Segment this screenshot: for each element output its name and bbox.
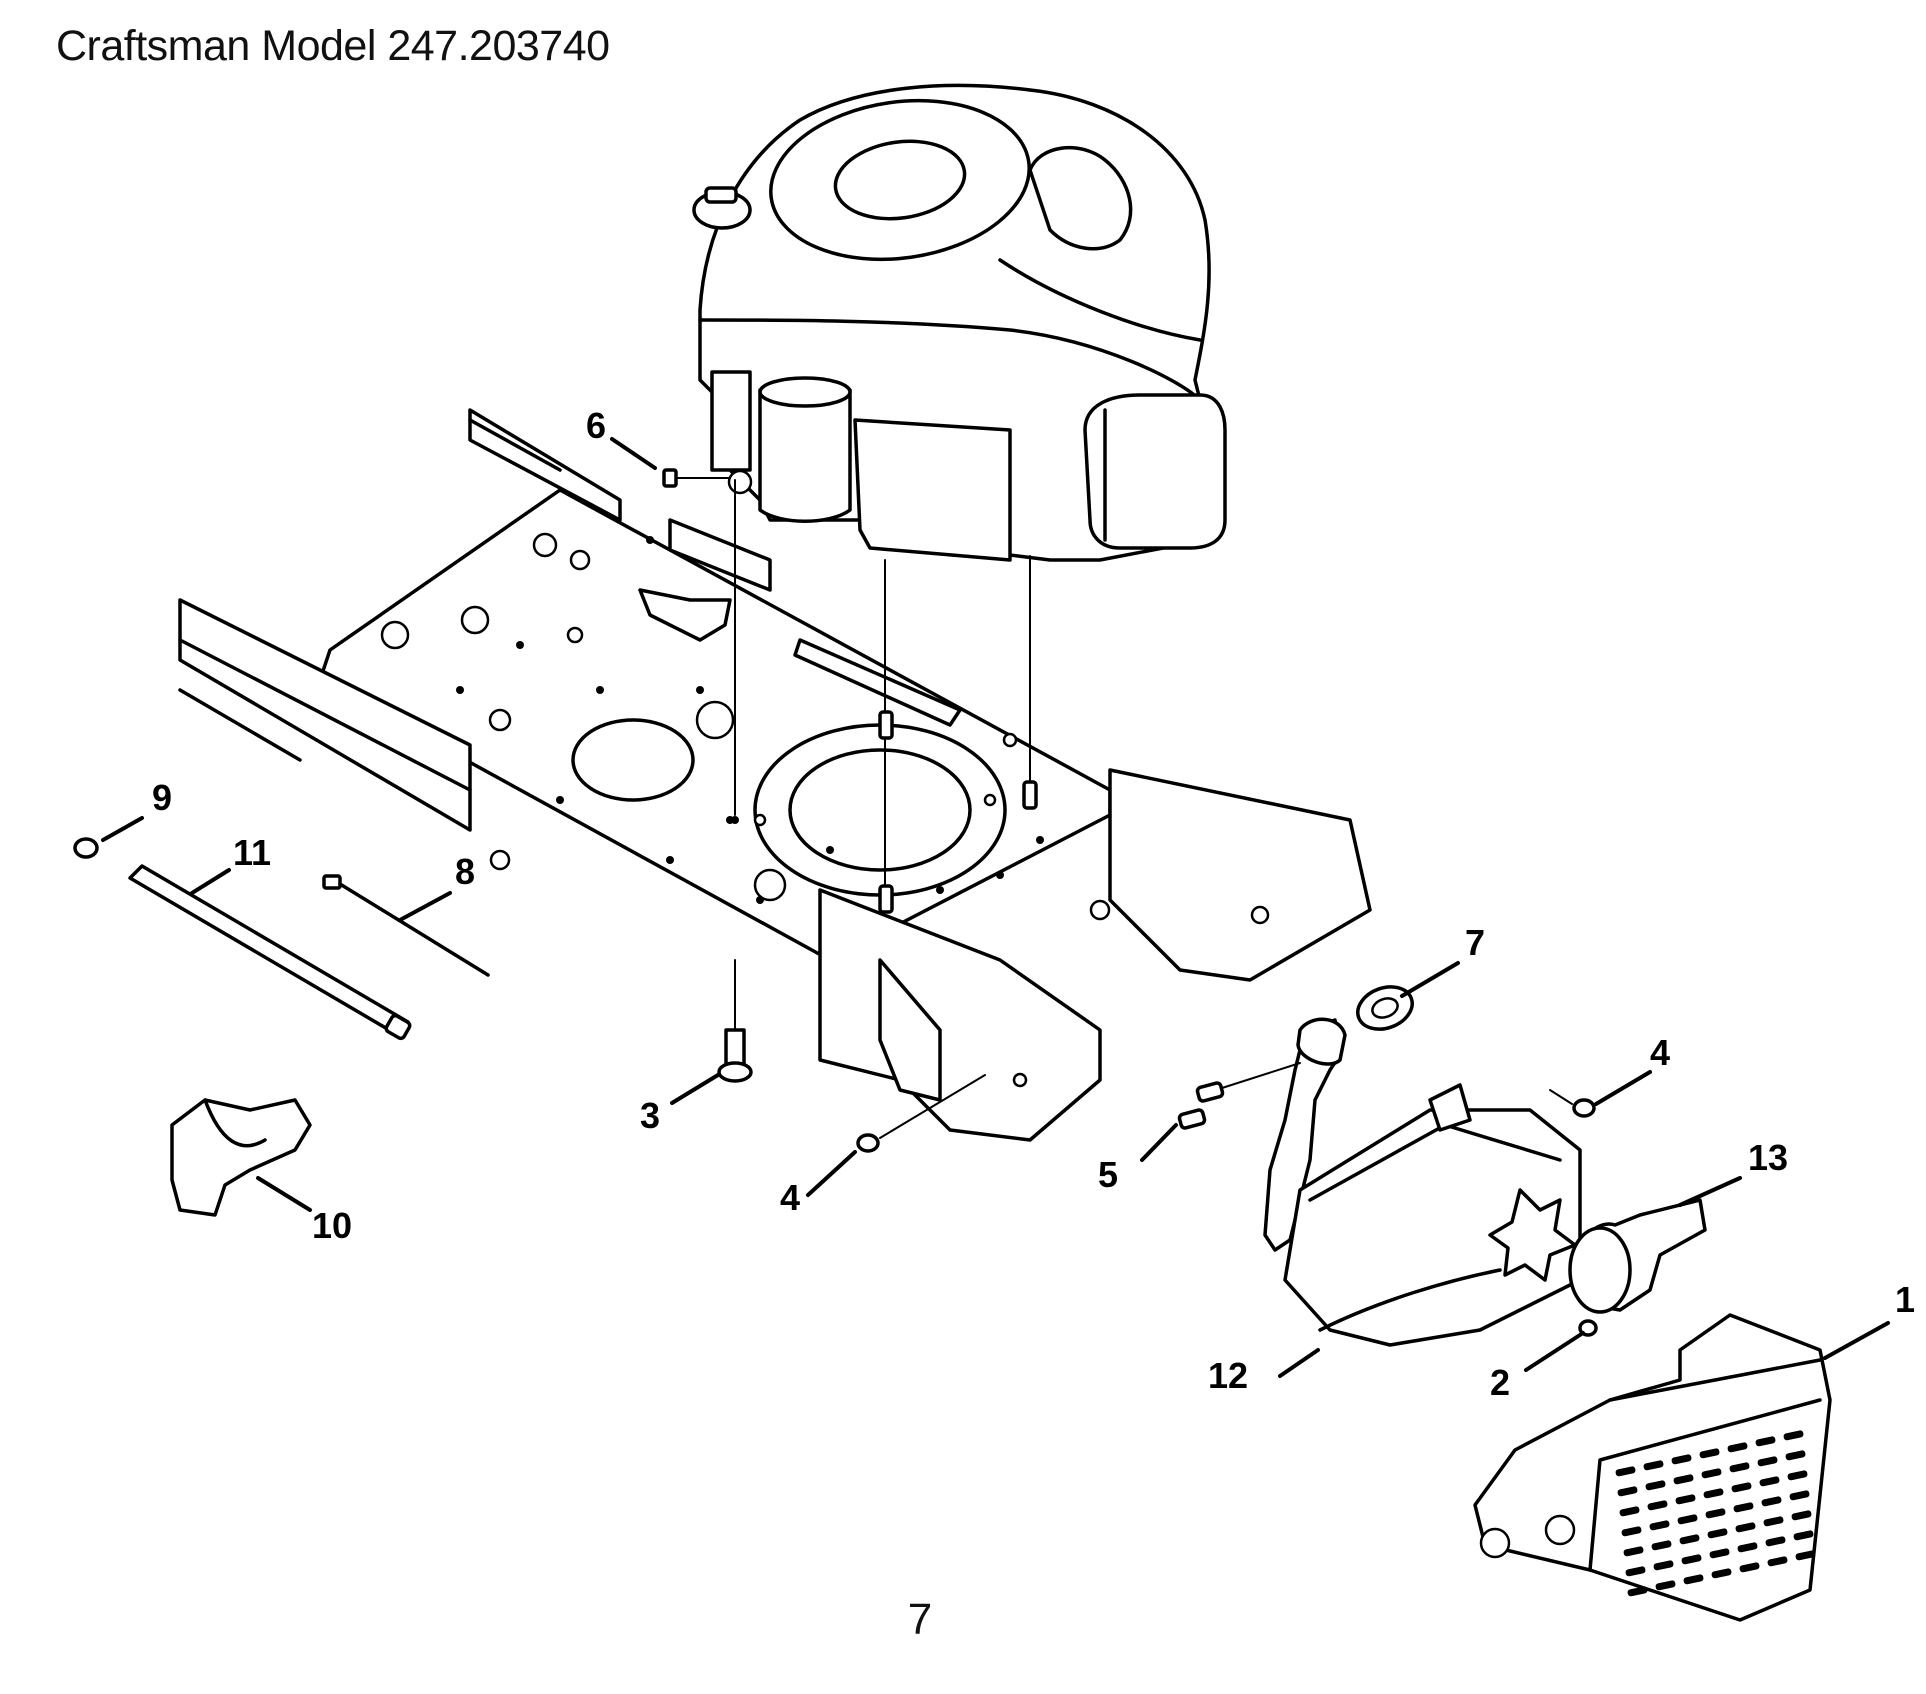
vent-slot <box>1729 1462 1750 1473</box>
callout-13: 13 <box>1748 1137 1788 1178</box>
vent-slot <box>1701 1468 1722 1479</box>
vent-slot <box>1675 1494 1696 1505</box>
muffler-assembly <box>1177 985 1832 1622</box>
callout-leaders <box>101 437 1890 1378</box>
vent-slot <box>1703 1488 1724 1499</box>
callout-labels: 1 2 3 4 4 5 6 7 8 9 10 11 12 13 <box>152 405 1915 1403</box>
callout-2: 2 <box>1490 1362 1510 1403</box>
vent-slot <box>1655 1580 1676 1591</box>
vent-slot <box>1763 1516 1784 1527</box>
vent-slot <box>1673 1474 1694 1485</box>
vent-slot <box>1623 1546 1644 1557</box>
vent-slot <box>1767 1556 1788 1567</box>
engine <box>692 83 1227 562</box>
vent-slot <box>1737 1542 1758 1553</box>
vent-slot <box>1761 1496 1782 1507</box>
vent-slot <box>1647 1500 1668 1511</box>
vent-slot <box>1755 1436 1776 1447</box>
vent-slot <box>1759 1476 1780 1487</box>
vent-slot <box>1789 1490 1810 1501</box>
vent-slot <box>1785 1450 1806 1461</box>
vent-slot <box>1733 1502 1754 1513</box>
part-6-bolt <box>662 468 731 488</box>
part-3-bolt <box>717 959 753 1083</box>
vent-slot <box>1617 1486 1638 1497</box>
chassis-frame <box>178 408 1372 1142</box>
guard-vent-slots <box>1615 1430 1816 1597</box>
vent-slot <box>1795 1550 1816 1561</box>
vent-slot <box>1791 1510 1812 1521</box>
callout-3: 3 <box>640 1095 660 1136</box>
vent-slot <box>1783 1430 1804 1441</box>
vent-slot <box>1709 1548 1730 1559</box>
vent-slot <box>1645 1480 1666 1491</box>
vent-slot <box>1707 1528 1728 1539</box>
callout-8: 8 <box>455 851 475 892</box>
vent-slot <box>1711 1568 1732 1579</box>
vent-slot <box>1627 1586 1648 1597</box>
callout-6: 6 <box>586 405 606 446</box>
callout-4-left: 4 <box>780 1177 800 1218</box>
vent-slot <box>1649 1520 1670 1531</box>
vent-slot <box>1727 1442 1748 1453</box>
vent-slot <box>1621 1526 1642 1537</box>
vent-slot <box>1681 1554 1702 1565</box>
callout-5: 5 <box>1098 1154 1118 1195</box>
part-4-screw-left <box>856 1074 986 1153</box>
vent-slot <box>1735 1522 1756 1533</box>
vent-slot <box>1699 1448 1720 1459</box>
callout-1: 1 <box>1895 1279 1915 1320</box>
vent-slot <box>1793 1530 1814 1541</box>
vent-slot <box>1705 1508 1726 1519</box>
callout-11: 11 <box>233 832 271 873</box>
vent-slot <box>1651 1540 1672 1551</box>
callout-10: 10 <box>312 1205 352 1246</box>
page-title: Craftsman Model 247.203740 <box>56 22 610 70</box>
vent-slot <box>1731 1482 1752 1493</box>
callout-12: 12 <box>1208 1355 1248 1396</box>
callout-9: 9 <box>152 777 172 818</box>
vent-slot <box>1679 1534 1700 1545</box>
vent-slot <box>1739 1562 1760 1573</box>
page-number: 7 <box>907 1595 933 1644</box>
vent-slot <box>1683 1574 1704 1585</box>
vent-slot <box>1787 1470 1808 1481</box>
vent-slot <box>1625 1566 1646 1577</box>
vent-slot <box>1677 1514 1698 1525</box>
callout-7: 7 <box>1465 922 1485 963</box>
vent-slot <box>1671 1454 1692 1465</box>
vent-slot <box>1653 1560 1674 1571</box>
part-11-rod <box>128 864 412 1041</box>
vent-slot <box>1765 1536 1786 1547</box>
part-8-cable-tie <box>322 874 490 977</box>
vent-slot <box>1619 1506 1640 1517</box>
vent-slot <box>1757 1456 1778 1467</box>
part-10-heat-shield <box>170 1098 312 1217</box>
callout-4-right: 4 <box>1650 1032 1670 1073</box>
part-9-nut <box>73 837 99 859</box>
vent-slot <box>1615 1466 1636 1477</box>
vent-slot <box>1643 1460 1664 1471</box>
